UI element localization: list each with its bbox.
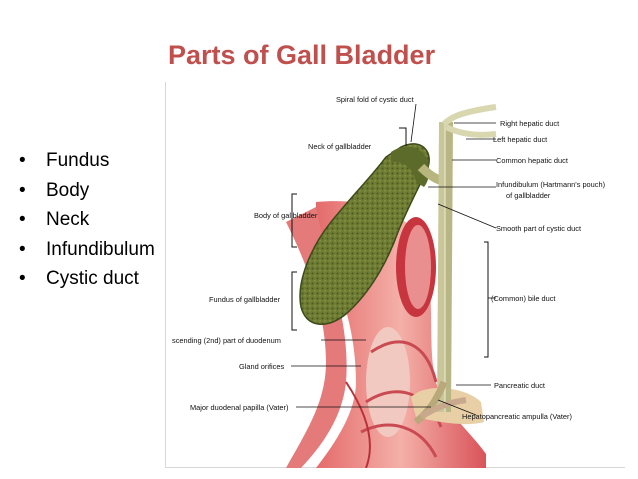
anatomy-drawing: Spiral fold of cystic duct Right hepatic…	[172, 95, 605, 468]
label-common-hepatic: Common hepatic duct	[496, 156, 568, 165]
bullet-fundus: Fundus	[18, 146, 155, 176]
bullet-infundibulum: Infundibulum	[18, 235, 155, 265]
label-ampulla: Hepatopancreatic ampulla (Vater)	[462, 412, 572, 421]
label-bile-duct: (Common) bile duct	[491, 294, 555, 303]
bullet-body: Body	[18, 176, 155, 206]
label-papilla: Major duodenal papilla (Vater)	[190, 403, 288, 412]
gallbladder-illustration: Spiral fold of cystic duct Right hepatic…	[165, 82, 625, 468]
label-infundibulum-line1: Infundibulum (Hartmann's pouch)	[496, 180, 605, 189]
label-pancreatic-duct: Pancreatic duct	[494, 381, 545, 390]
bullet-cystic-duct: Cystic duct	[18, 264, 155, 294]
label-left-hepatic: Left hepatic duct	[493, 135, 547, 144]
label-brackets	[291, 127, 489, 358]
label-spiral-fold: Spiral fold of cystic duct	[336, 95, 414, 104]
label-smooth-part: Smooth part of cystic duct	[496, 224, 581, 233]
bullet-list: Fundus Body Neck Infundibulum Cystic duc…	[18, 146, 155, 294]
bullet-neck: Neck	[18, 205, 155, 235]
label-fundus: Fundus of gallbladder	[209, 295, 281, 304]
label-infundibulum-line2: of gallbladder	[506, 191, 551, 200]
label-right-hepatic: Right hepatic duct	[500, 119, 559, 128]
duct-system	[413, 104, 497, 425]
label-duodenum: scending (2nd) part of duodenum	[172, 336, 281, 345]
slide-title: Parts of Gall Bladder	[168, 40, 436, 70]
label-gland-orifices: Gland orifices	[239, 362, 284, 371]
label-neck: Neck of gallbladder	[308, 142, 372, 151]
leader-lines	[291, 103, 497, 416]
label-body: Body of gallbladder	[254, 211, 318, 220]
